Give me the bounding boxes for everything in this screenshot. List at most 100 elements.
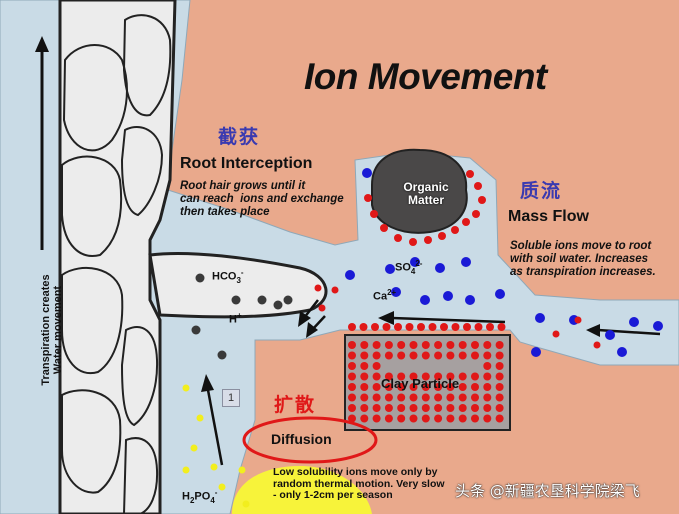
clay-red-ion <box>446 341 455 349</box>
clay-red-ion <box>372 362 381 370</box>
dark-ion <box>283 295 293 305</box>
clay-red-ion <box>471 393 479 402</box>
clay-red-ion <box>421 404 430 412</box>
clay-red-ion <box>446 404 455 412</box>
blue-ion <box>345 270 355 280</box>
blue-ion <box>535 313 545 323</box>
clay-red-ion <box>372 341 381 349</box>
clay-red-ion <box>348 372 356 381</box>
clay-red-ion <box>434 383 443 391</box>
clay-red-ion <box>483 383 492 391</box>
clay-red-ion <box>471 372 479 381</box>
red-ion <box>552 330 560 338</box>
organic-red-ion <box>370 210 378 218</box>
yellow-ion <box>182 384 190 392</box>
clay-red-ion <box>421 351 430 360</box>
diffusion-heading: Diffusion <box>271 431 332 447</box>
clay-red-ion <box>372 383 381 391</box>
clay-red-ion <box>397 404 406 412</box>
blue-ion <box>435 263 445 273</box>
ion-so4: SO42- <box>395 259 423 276</box>
clay-red-ion <box>421 372 430 381</box>
organic-matter-label: Organic Matter <box>403 180 449 207</box>
clay-red-ion <box>483 362 492 370</box>
dark-ion <box>217 350 227 360</box>
clay-red-ion <box>372 393 381 402</box>
clay-red-ion <box>434 393 443 402</box>
mass-flow-chinese-label: 质流 <box>520 180 563 202</box>
blue-ion <box>362 168 372 178</box>
clay-red-ion <box>471 341 479 349</box>
clay-red-ion <box>446 393 455 402</box>
clay-red-ion <box>409 341 418 349</box>
blue-ion <box>461 257 471 267</box>
blue-ion <box>495 289 505 299</box>
organic-red-ion <box>462 218 470 226</box>
red-ion <box>318 304 326 312</box>
clay-red-ion <box>384 393 393 402</box>
organic-red-ion <box>409 238 417 246</box>
mass-flow-description: Soluble ions move to root with soil wate… <box>510 240 656 278</box>
clay-red-ion <box>421 383 430 391</box>
ion-h2po4: H2PO4- <box>182 488 218 505</box>
clay-red-ion <box>421 414 430 423</box>
yellow-ion <box>242 500 250 508</box>
red-ion <box>331 286 339 294</box>
red-ion <box>314 284 322 292</box>
clay-red-ion <box>495 393 504 402</box>
clay-red-ion <box>409 414 418 423</box>
clay-red-ion <box>428 323 437 331</box>
ion-dots <box>182 168 663 508</box>
clay-red-ion <box>359 323 368 331</box>
clay-red-ion <box>397 351 406 360</box>
clay-red-ion <box>409 372 418 381</box>
clay-red-ion <box>372 404 381 412</box>
clay-red-ion <box>409 351 418 360</box>
ion-ca: Ca2+ <box>373 288 397 303</box>
clay-red-ion <box>446 414 455 423</box>
clay-red-ion <box>446 383 455 391</box>
yellow-ion <box>238 466 246 474</box>
clay-red-ion <box>495 414 504 423</box>
organic-matter-blob <box>371 148 468 234</box>
callout-badge[interactable]: 1 <box>222 389 240 407</box>
clay-red-ion <box>372 351 381 360</box>
yellow-ion <box>210 463 218 471</box>
diffusion-sun <box>232 466 372 514</box>
ion-hco3: HCO3- <box>212 268 244 285</box>
ion-h: H+ <box>229 311 242 326</box>
clay-red-ion <box>360 362 369 370</box>
clay-red-ion <box>394 323 402 331</box>
clay-red-ion <box>384 372 393 381</box>
clay-red-ion <box>434 351 443 360</box>
clay-red-ion <box>471 404 479 412</box>
blue-ion <box>420 295 430 305</box>
yellow-ion <box>218 483 226 491</box>
clay-particle-label: Clay Particle <box>381 376 460 391</box>
clay-red-ion <box>384 414 393 423</box>
clay-red-ion <box>471 383 479 391</box>
clay-red-ion <box>458 404 467 412</box>
organic-red-ion <box>474 182 482 190</box>
clay-red-ion <box>397 341 406 349</box>
clay-red-ion <box>483 351 492 360</box>
organic-red-ion <box>394 234 402 242</box>
page-title: Ion Movement <box>304 56 547 97</box>
clay-red-ion <box>348 404 356 412</box>
clay-red-ion <box>495 383 504 391</box>
yellow-ion <box>182 466 190 474</box>
clay-red-ion <box>483 414 492 423</box>
red-ion <box>574 316 582 324</box>
clay-red-ion <box>495 351 504 360</box>
clay-red-ion <box>384 341 393 349</box>
dark-ion <box>257 295 267 305</box>
mass-flow-heading: Mass Flow <box>508 208 589 225</box>
clay-red-ion <box>495 341 504 349</box>
blue-ion <box>531 347 541 357</box>
clay-red-ion <box>348 414 356 423</box>
organic-red-ion <box>472 210 480 218</box>
clay-red-ion <box>348 351 356 360</box>
clay-red-ion <box>495 404 504 412</box>
clay-red-ion <box>372 414 381 423</box>
